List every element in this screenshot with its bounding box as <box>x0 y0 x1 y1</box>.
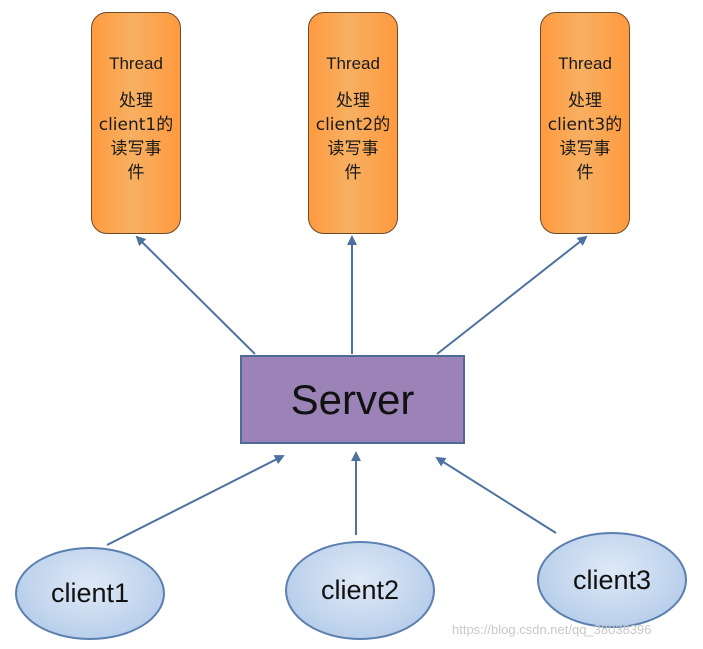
arrow-client-1-to-server <box>106 455 285 546</box>
arrow-client-3-to-server <box>435 456 557 534</box>
thread-title: Thread <box>109 54 163 73</box>
client-label: client2 <box>320 575 400 605</box>
client-label: client1 <box>50 578 130 608</box>
thread-title: Thread <box>326 54 380 73</box>
server-box: Server <box>240 355 465 444</box>
thread-description: 处理 client2的 读写事 件 <box>315 91 391 183</box>
thread-box-1: Thread 处理 client1的 读写事 件 <box>91 12 181 234</box>
thread-description: 处理 client1的 读写事 件 <box>98 91 174 183</box>
watermark-text: https://blog.csdn.net/qq_38038396 <box>452 622 652 637</box>
thread-title: Thread <box>558 54 612 73</box>
client-node-3: client3 <box>537 532 687 628</box>
client-node-1: client1 <box>15 547 165 640</box>
arrow-server-to-thread-1 <box>135 235 256 355</box>
client-label: client3 <box>572 564 652 595</box>
client-node-2: client2 <box>285 541 435 640</box>
server-label: Server <box>290 375 415 423</box>
arrow-server-to-thread-3 <box>436 235 588 355</box>
thread-box-3: Thread 处理 client3的 读写事 件 <box>540 12 630 234</box>
thread-description: 处理 client3的 读写事 件 <box>547 91 623 183</box>
thread-box-2: Thread 处理 client2的 读写事 件 <box>308 12 398 234</box>
